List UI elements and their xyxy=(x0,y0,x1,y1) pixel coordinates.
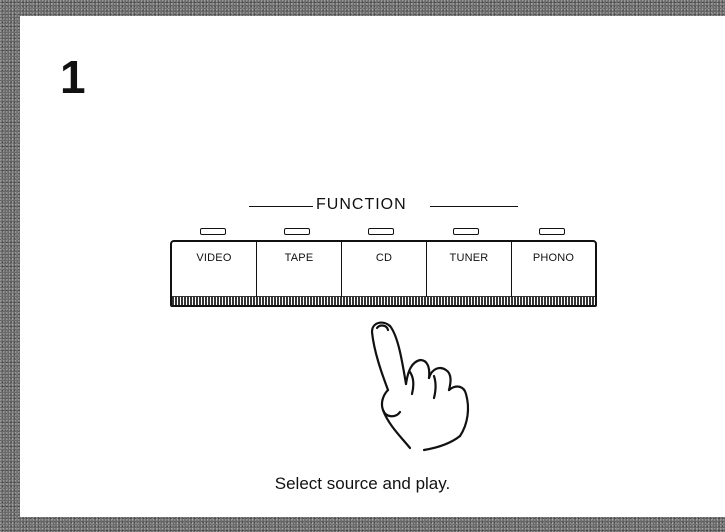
function-label: FUNCTION xyxy=(316,196,407,213)
instruction-caption: Select source and play. xyxy=(274,474,451,493)
led-indicator-icon xyxy=(200,228,226,235)
function-rule-left xyxy=(249,206,313,207)
led-indicator-icon xyxy=(284,228,310,235)
led-indicator-icon xyxy=(539,228,565,235)
tape-button[interactable]: TAPE xyxy=(257,242,342,297)
tape-button-label: TAPE xyxy=(284,252,314,264)
video-button[interactable]: VIDEO xyxy=(172,242,257,297)
led-indicator-icon xyxy=(453,228,479,235)
function-button-bar: VIDEO TAPE CD TUNER PHONO xyxy=(170,240,597,307)
video-button-label: VIDEO xyxy=(196,252,232,264)
phono-button[interactable]: PHONO xyxy=(512,242,595,297)
cd-button-label: CD xyxy=(375,252,393,264)
tuner-button[interactable]: TUNER xyxy=(427,242,512,297)
step-number: 1 xyxy=(60,51,86,103)
cd-button[interactable]: CD xyxy=(342,242,427,297)
led-indicator-icon xyxy=(368,228,394,235)
phono-button-label: PHONO xyxy=(532,252,575,264)
button-bar-base xyxy=(172,296,595,305)
pointing-hand-icon xyxy=(370,321,470,452)
function-rule-right xyxy=(430,206,518,207)
tuner-button-label: TUNER xyxy=(449,252,489,264)
